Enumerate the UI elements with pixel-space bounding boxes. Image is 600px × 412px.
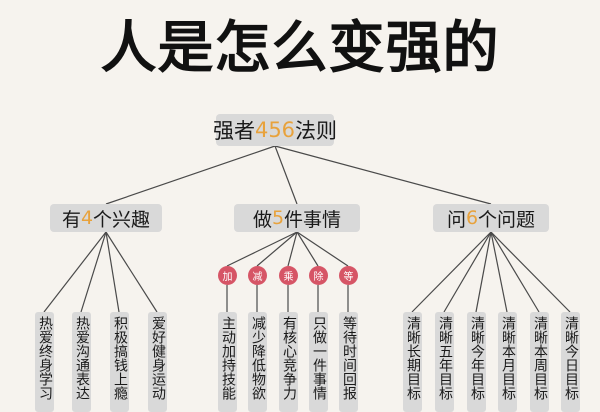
leaf-interest-2: 热爱沟通表达 xyxy=(72,312,91,412)
category-label-number: 5 xyxy=(271,207,285,229)
connector-cat1-leaf3 xyxy=(105,231,120,313)
leaf-question-2: 清晰五年目标 xyxy=(435,312,454,412)
leaf-interest-4: 爱好健身运动 xyxy=(148,312,167,412)
connector-cat3-leaf2 xyxy=(443,231,492,313)
connector-cat3-leaf4 xyxy=(490,231,508,313)
category-label-pre: 有 xyxy=(61,208,81,231)
connector-cat1-leaf2 xyxy=(80,231,107,313)
connector-cat3-leaf3 xyxy=(475,231,492,313)
connector-cat1-leaf4 xyxy=(105,231,158,313)
connector-cat3-leaf6 xyxy=(490,231,571,313)
leaf-action-2: 减少降低物欲 xyxy=(248,312,267,412)
connector-cat3-leaf5 xyxy=(490,231,540,313)
category-label-number: 6 xyxy=(465,207,479,229)
badge-divide: 除 xyxy=(309,266,328,285)
connector-lines xyxy=(43,145,571,313)
connector-root-cat3 xyxy=(274,145,492,205)
category-label-post: 个问题 xyxy=(478,208,536,231)
leaf-action-5: 等待时间回报 xyxy=(339,312,358,412)
leaf-question-4: 清晰本月目标 xyxy=(498,312,517,412)
leaf-action-4: 只做一件事情 xyxy=(309,312,328,412)
connector-root-cat1 xyxy=(105,145,276,205)
category-label-post: 件事情 xyxy=(284,208,342,231)
root-label-post: 法则 xyxy=(295,119,338,143)
connector-cat2-badge1 xyxy=(226,231,298,267)
leaf-question-3: 清晰今年目标 xyxy=(467,312,486,412)
category-label-pre: 做 xyxy=(252,208,272,231)
connector-cat2-badge4 xyxy=(296,231,319,267)
badge-subtract: 减 xyxy=(248,266,267,285)
leaf-question-5: 清晰本周目标 xyxy=(530,312,549,412)
connector-cat3-leaf1 xyxy=(411,231,492,313)
leaf-action-3: 有核心竞争力 xyxy=(279,312,298,412)
badge-multiply: 乘 xyxy=(279,266,298,285)
root-label-pre: 强者 xyxy=(212,119,255,143)
leaf-question-6: 清晰今日目标 xyxy=(561,312,580,412)
category-label-post: 个兴趣 xyxy=(93,208,151,231)
leaf-question-1: 清晰长期目标 xyxy=(403,312,422,412)
connector-root-cat2 xyxy=(274,145,298,205)
connector-cat2-badge5 xyxy=(296,231,349,267)
page-title: 人是怎么变强的 xyxy=(100,16,500,81)
root-label-number: 456 xyxy=(254,118,296,142)
leaf-action-1: 主动加持技能 xyxy=(218,312,237,412)
leaf-interest-1: 热爱终身学习 xyxy=(35,312,54,412)
connector-cat2-badge3 xyxy=(287,231,298,267)
leaf-interest-3: 积极搞钱上瘾 xyxy=(110,312,129,412)
badge-add: 加 xyxy=(218,266,237,285)
badge-equal: 等 xyxy=(339,266,358,285)
category-label-number: 4 xyxy=(80,207,94,229)
category-label-pre: 问 xyxy=(446,208,466,231)
connector-cat1-leaf1 xyxy=(43,231,107,313)
connector-cat2-badge2 xyxy=(256,231,298,267)
